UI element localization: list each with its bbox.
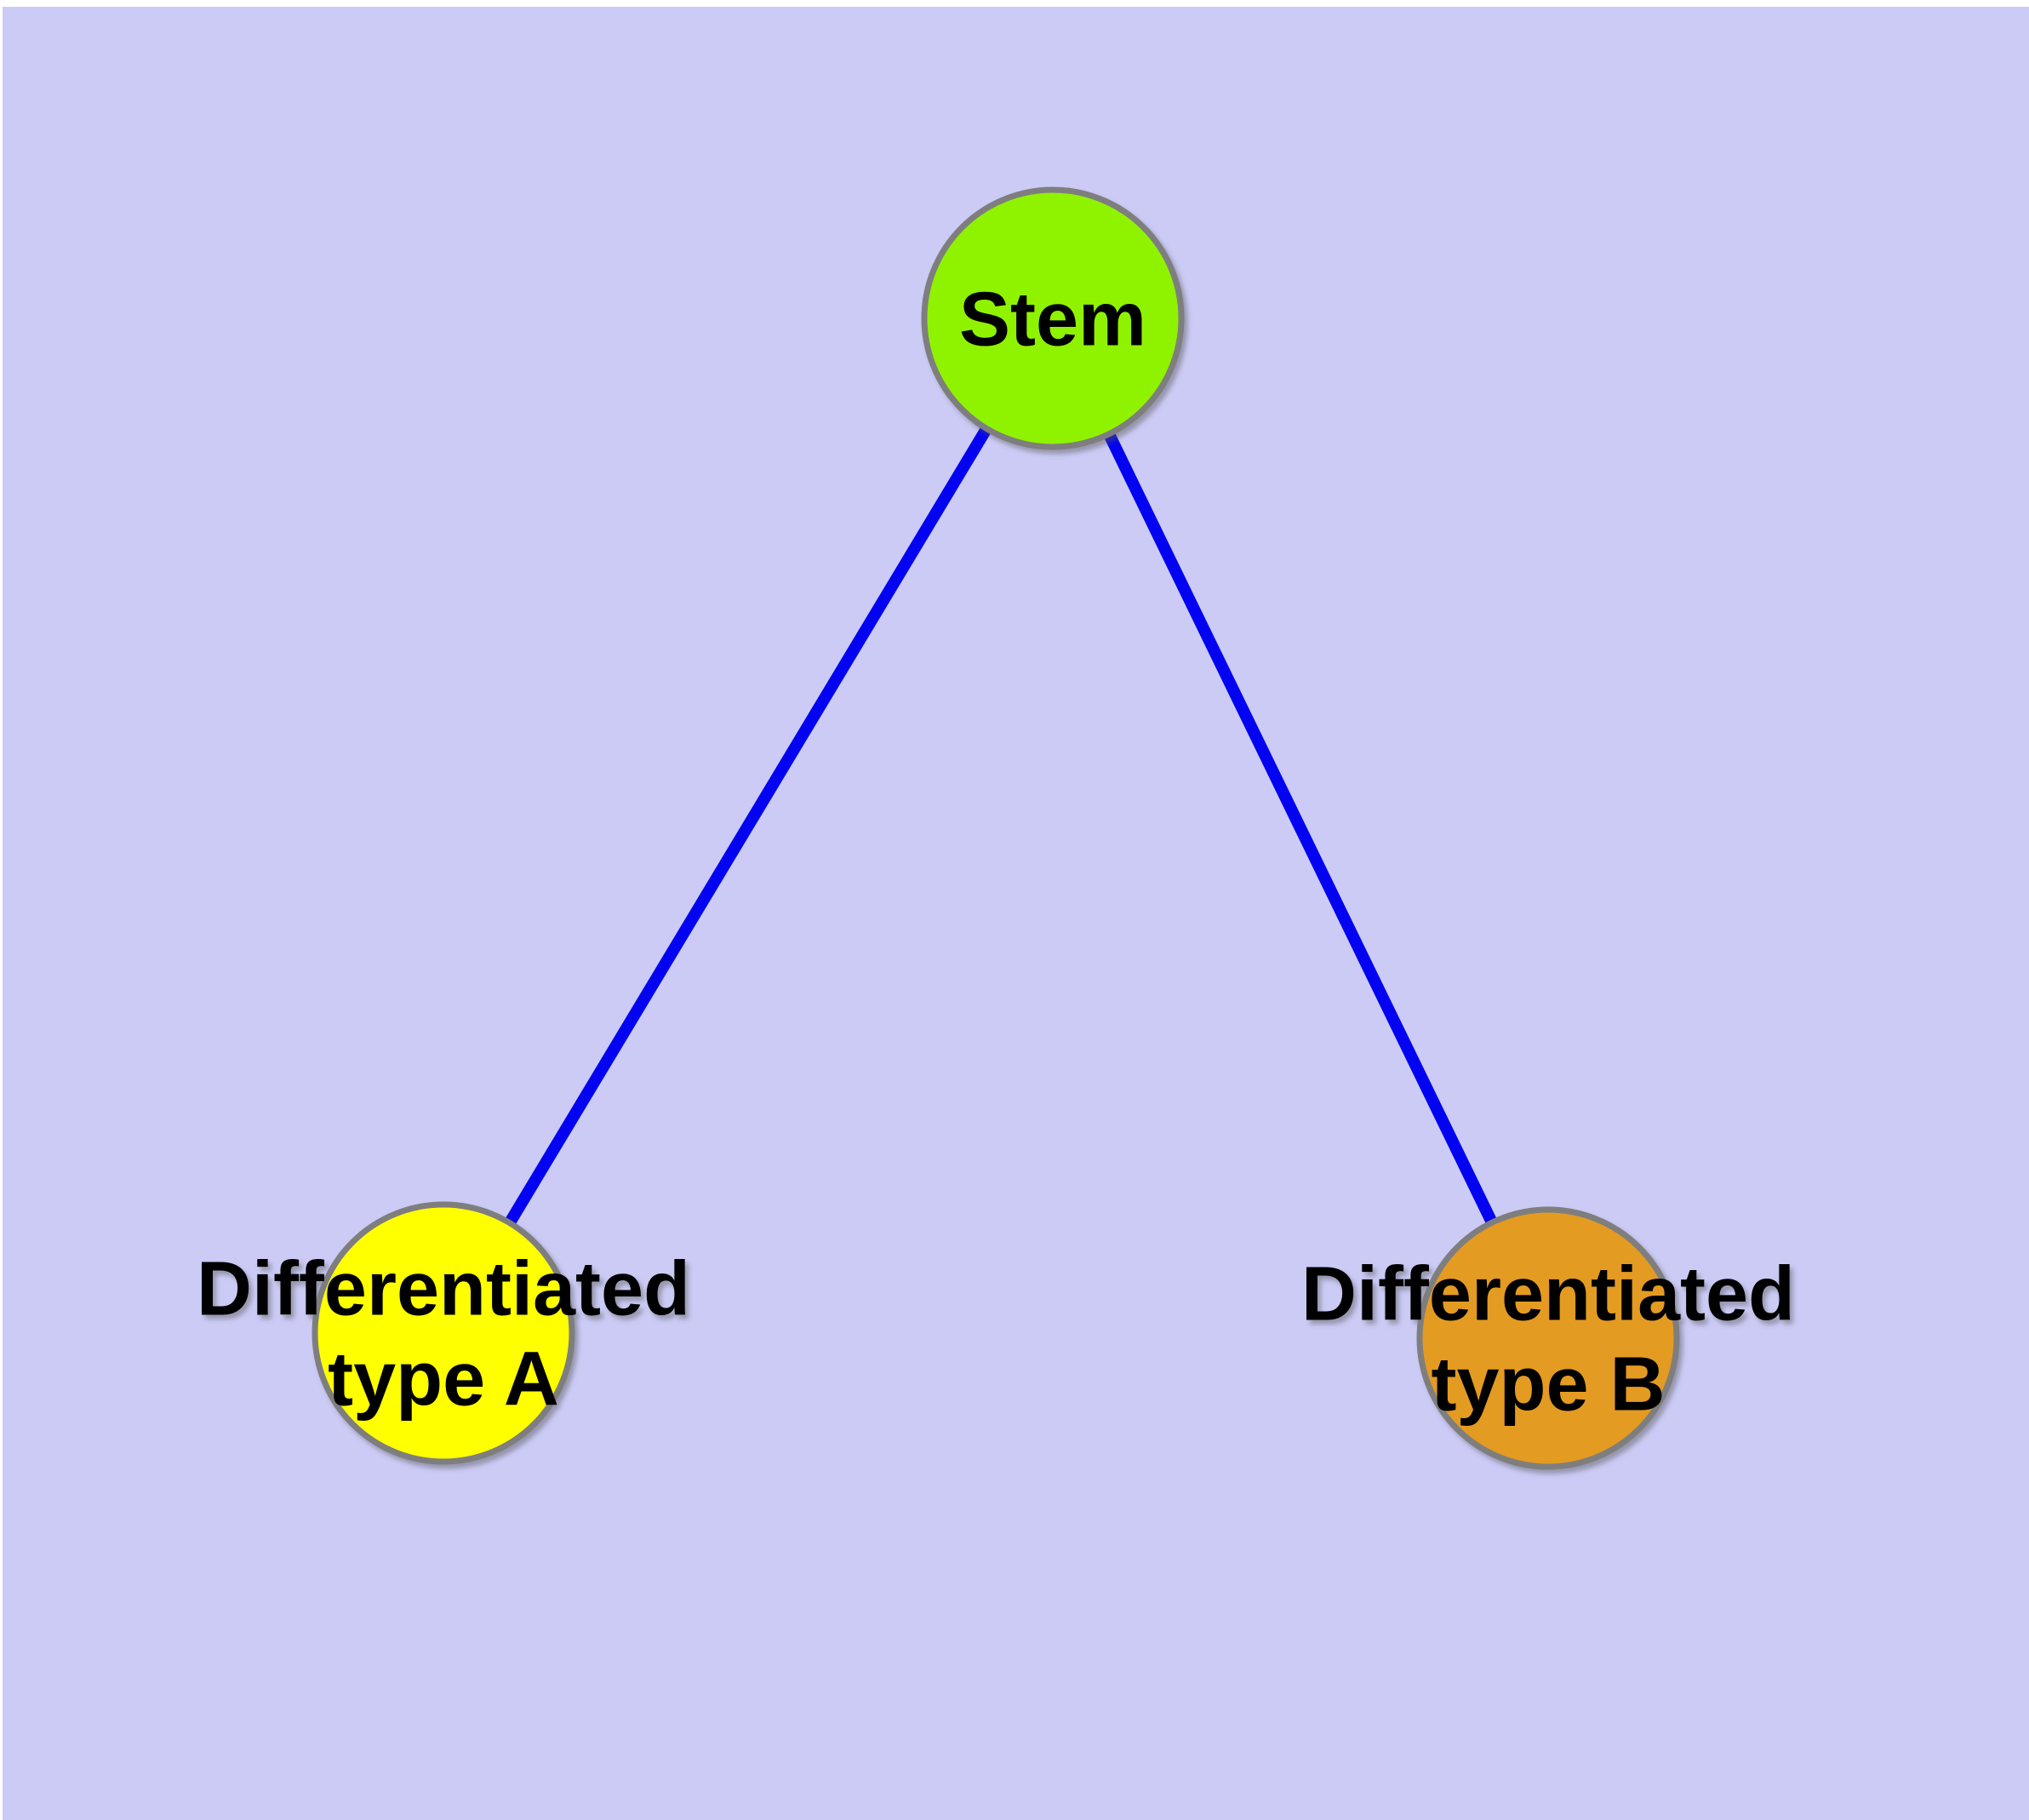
node-label-stem: Stem xyxy=(959,278,1146,363)
node-circle-diff-b xyxy=(1416,1206,1680,1470)
node-circle-diff-a xyxy=(311,1201,575,1465)
edge-stem-diff-b xyxy=(1047,315,1554,1342)
node-circle-stem xyxy=(921,186,1185,450)
node-stem: Stem xyxy=(921,186,1185,450)
edge-stem-diff-a xyxy=(437,315,1059,1336)
